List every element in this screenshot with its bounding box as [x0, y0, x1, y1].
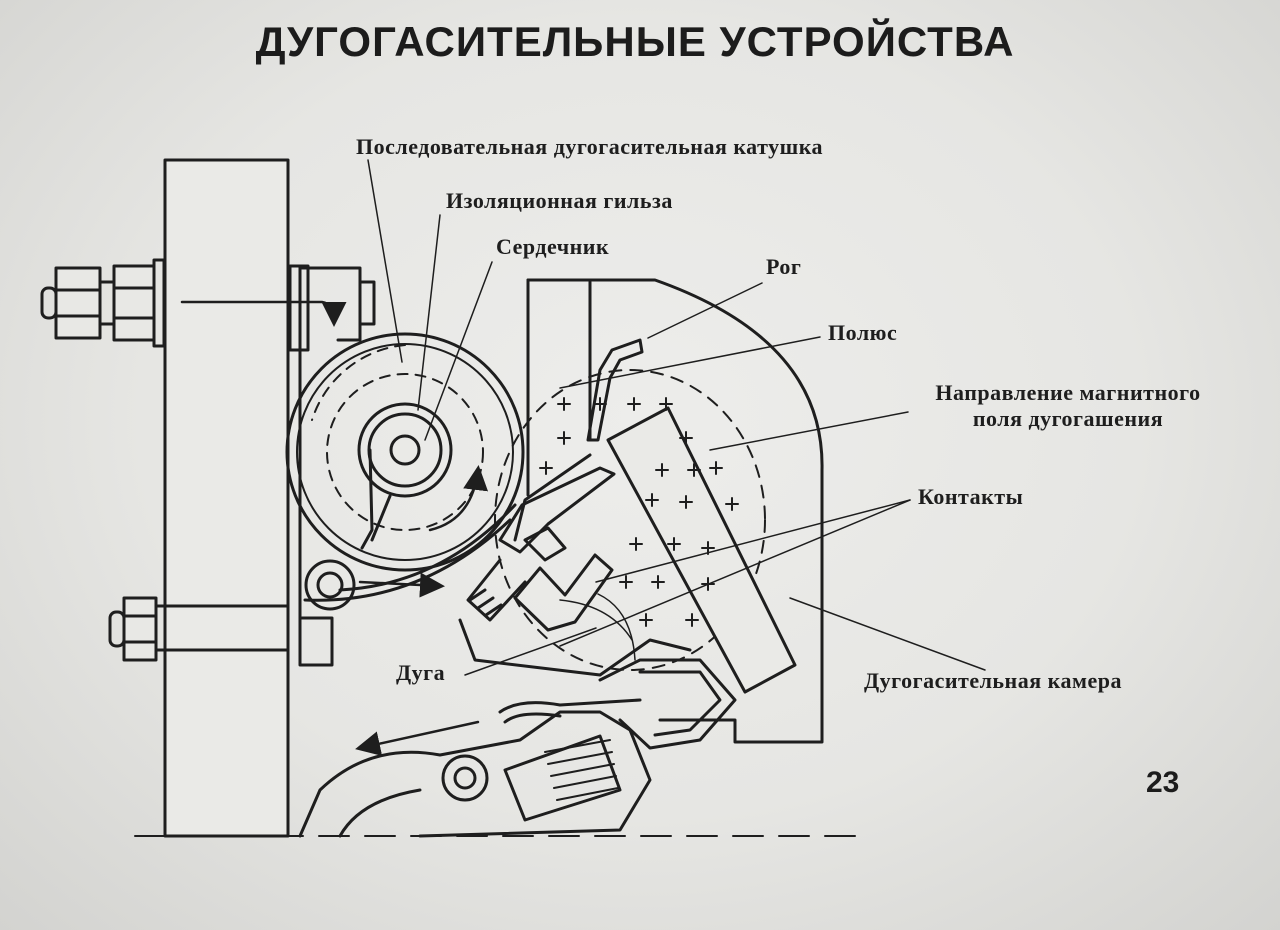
label-horn: Рог [766, 254, 802, 279]
label-field-direction-line1: Направление магнитного [935, 380, 1201, 405]
pole-plate [606, 406, 797, 694]
label-insulating-sleeve: Изоляционная гильза [446, 188, 673, 213]
core-and-sleeve [357, 402, 453, 550]
moving-contact [513, 526, 633, 641]
label-core: Сердечник [496, 234, 610, 259]
label-arc: Дуга [396, 660, 446, 685]
current-arrow-middle [358, 572, 445, 598]
label-arc-chute: Дугогасительная камера [864, 668, 1122, 693]
horn [586, 338, 644, 442]
label-contacts: Контакты [918, 484, 1024, 509]
lower-terminal-bolt [108, 596, 290, 662]
coil-bolt [304, 559, 356, 611]
label-pole: Полюс [828, 320, 898, 345]
series-coil [285, 332, 525, 602]
arc [597, 593, 636, 661]
mounting-panel [163, 158, 290, 838]
label-field-direction: Направление магнитного поля дугогашения [908, 380, 1228, 432]
arc-chute-body [513, 278, 824, 744]
slide-title: ДУГОГАСИТЕЛЬНЫЕ УСТРОЙСТВА [255, 18, 1015, 65]
label-field-direction-line2: поля дугогашения [972, 406, 1164, 431]
spring-mechanism [298, 698, 652, 838]
coil-flow-arrow [428, 465, 489, 532]
fixed-contact [466, 466, 616, 622]
current-arrow-bottom [355, 720, 480, 756]
current-direction-arrow-top [180, 300, 347, 327]
upper-terminal-bolt [40, 258, 376, 352]
magnetic-field-region [494, 369, 766, 671]
page-number: 23 [1146, 766, 1180, 799]
label-series-coil: Последовательная дугогасительная катушка [356, 134, 824, 159]
leader-lines [367, 159, 986, 676]
contact-arm [458, 618, 737, 750]
